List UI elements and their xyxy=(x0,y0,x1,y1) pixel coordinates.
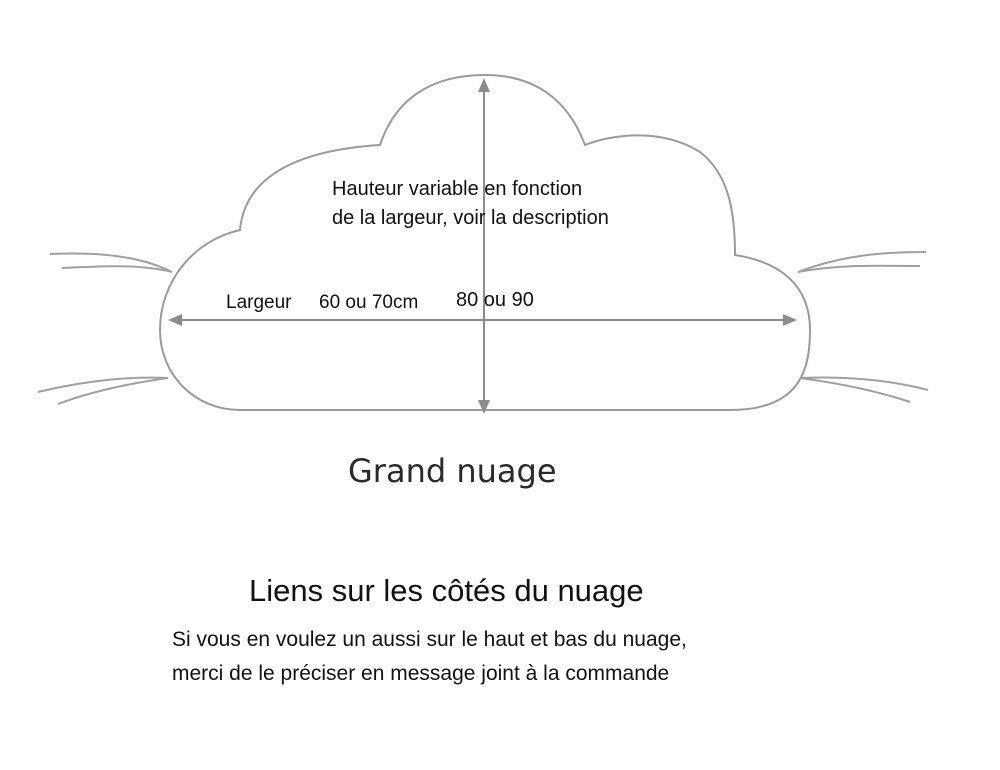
diagram-title: Grand nuage xyxy=(348,452,557,490)
cloud-outline xyxy=(158,73,812,411)
note-line-1: Si vous en voulez un aussi sur le haut e… xyxy=(172,628,687,651)
width-arrow xyxy=(168,314,797,326)
width-small-value: 60 ou 70cm xyxy=(319,292,418,313)
note-line-2: merci de le préciser en message joint à … xyxy=(172,662,670,685)
left-ties xyxy=(37,252,173,405)
section-heading: Liens sur les côtés du nuage xyxy=(249,573,644,608)
width-label: Largeur xyxy=(226,292,292,313)
right-ties xyxy=(797,251,929,403)
width-large-value: 80 ou 90 xyxy=(456,289,534,311)
height-arrow xyxy=(478,78,490,414)
height-note-line2: de la largeur, voir la description xyxy=(332,207,609,229)
height-note-line1: Hauteur variable en fonction xyxy=(332,178,582,200)
